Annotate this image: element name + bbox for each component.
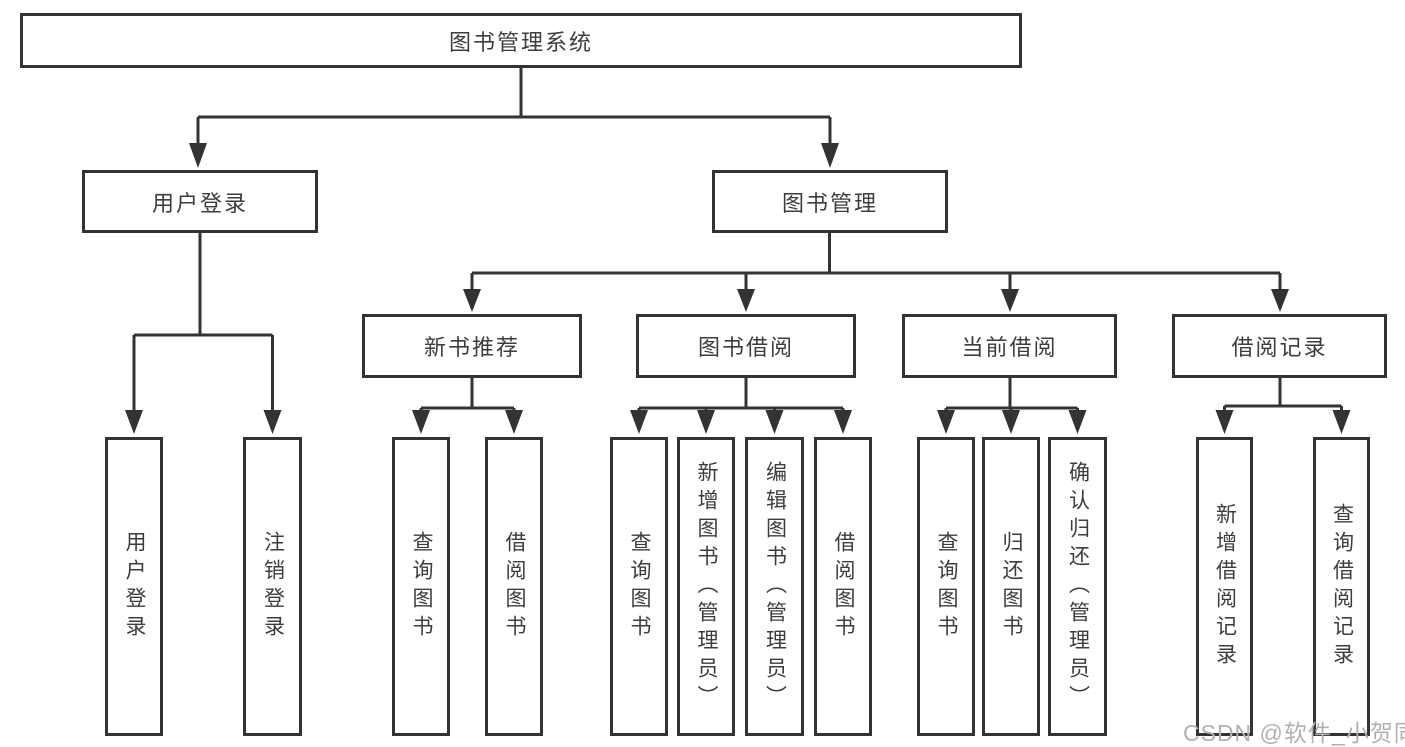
node-label: 图书借阅 xyxy=(697,335,794,360)
node-label: 归还图书 xyxy=(1000,530,1023,643)
node-label: 确认归还（管理员） xyxy=(1066,460,1090,713)
arrowhead xyxy=(505,410,523,434)
csdn-watermark: CSDN @软件_小贺同学 xyxy=(1183,720,1405,746)
node-label: 用户登录 xyxy=(151,190,248,216)
arrowhead xyxy=(463,289,481,312)
leaf-return-books: 归还图书 xyxy=(982,437,1040,736)
arrowhead xyxy=(1332,410,1351,434)
node-label: 注销登录 xyxy=(261,530,285,643)
arrowhead xyxy=(834,410,852,434)
edges-user-login-children xyxy=(125,233,282,434)
leaf-query-books: 查询图书 xyxy=(392,437,450,736)
node-new-book-recommend: 新书推荐 xyxy=(362,314,582,378)
arrowhead xyxy=(697,410,715,434)
node-label: 查询图书 xyxy=(628,530,651,643)
node-user-login: 用户登录 xyxy=(82,170,318,233)
arrowhead xyxy=(412,410,430,434)
arrowhead xyxy=(1001,289,1019,312)
node-book-borrow: 图书借阅 xyxy=(636,314,856,378)
arrowhead xyxy=(937,410,955,434)
node-label: 新增借阅记录 xyxy=(1213,502,1237,671)
arrowhead xyxy=(1271,289,1289,312)
leaf-add-books-admin: 新增图书（管理员） xyxy=(677,437,735,736)
arrowhead xyxy=(1215,410,1234,434)
leaf-logout: 注销登录 xyxy=(243,437,302,736)
leaf-add-borrow-record: 新增借阅记录 xyxy=(1196,437,1253,736)
node-label: 当前借阅 xyxy=(961,335,1058,360)
node-label: 查询借阅记录 xyxy=(1330,502,1354,671)
node-label: 编辑图书（管理员） xyxy=(763,460,787,713)
edges-borrow-records-children xyxy=(1215,378,1351,434)
node-label: 查询图书 xyxy=(935,530,958,643)
edges-book-borrow-children xyxy=(630,378,852,434)
arrowhead xyxy=(1002,410,1020,434)
node-label: 借阅记录 xyxy=(1231,335,1328,360)
node-library-management-system: 图书管理系统 xyxy=(20,13,1022,68)
node-current-borrow: 当前借阅 xyxy=(902,314,1117,378)
node-label: 图书管理系统 xyxy=(448,29,593,55)
arrowhead xyxy=(125,410,143,434)
leaf-borrow-books: 借阅图书 xyxy=(814,437,872,736)
arrowhead xyxy=(737,289,755,312)
node-label: 借阅图书 xyxy=(503,530,526,643)
leaf-query-borrow-record: 查询借阅记录 xyxy=(1313,437,1370,736)
leaf-edit-books-admin: 编辑图书（管理员） xyxy=(745,437,804,736)
node-label: 新书推荐 xyxy=(423,335,520,360)
node-label: 用户登录 xyxy=(123,530,146,643)
leaf-confirm-return-admin: 确认归还（管理员） xyxy=(1048,437,1107,736)
node-book-management: 图书管理 xyxy=(712,170,948,233)
edges-book-management-children xyxy=(463,233,1289,312)
arrowhead xyxy=(263,410,282,434)
arrowhead xyxy=(630,410,648,434)
edges-root-to-level2 xyxy=(189,68,839,168)
node-label: 图书管理 xyxy=(781,190,878,216)
edges-new-book-children xyxy=(412,378,523,434)
leaf-query-books: 查询图书 xyxy=(917,437,975,736)
leaf-query-books: 查询图书 xyxy=(610,437,668,736)
node-label: 新增图书（管理员） xyxy=(695,460,718,713)
arrowhead xyxy=(765,410,784,434)
arrowhead xyxy=(1068,410,1087,434)
arrowhead xyxy=(189,143,207,168)
leaf-borrow-books: 借阅图书 xyxy=(485,437,543,736)
node-label: 借阅图书 xyxy=(832,530,855,643)
arrowhead xyxy=(821,143,839,168)
edges-current-borrow-children xyxy=(937,378,1087,434)
leaf-user-login: 用户登录 xyxy=(105,437,163,736)
node-label: 查询图书 xyxy=(410,530,433,643)
node-borrow-records: 借阅记录 xyxy=(1172,314,1387,378)
